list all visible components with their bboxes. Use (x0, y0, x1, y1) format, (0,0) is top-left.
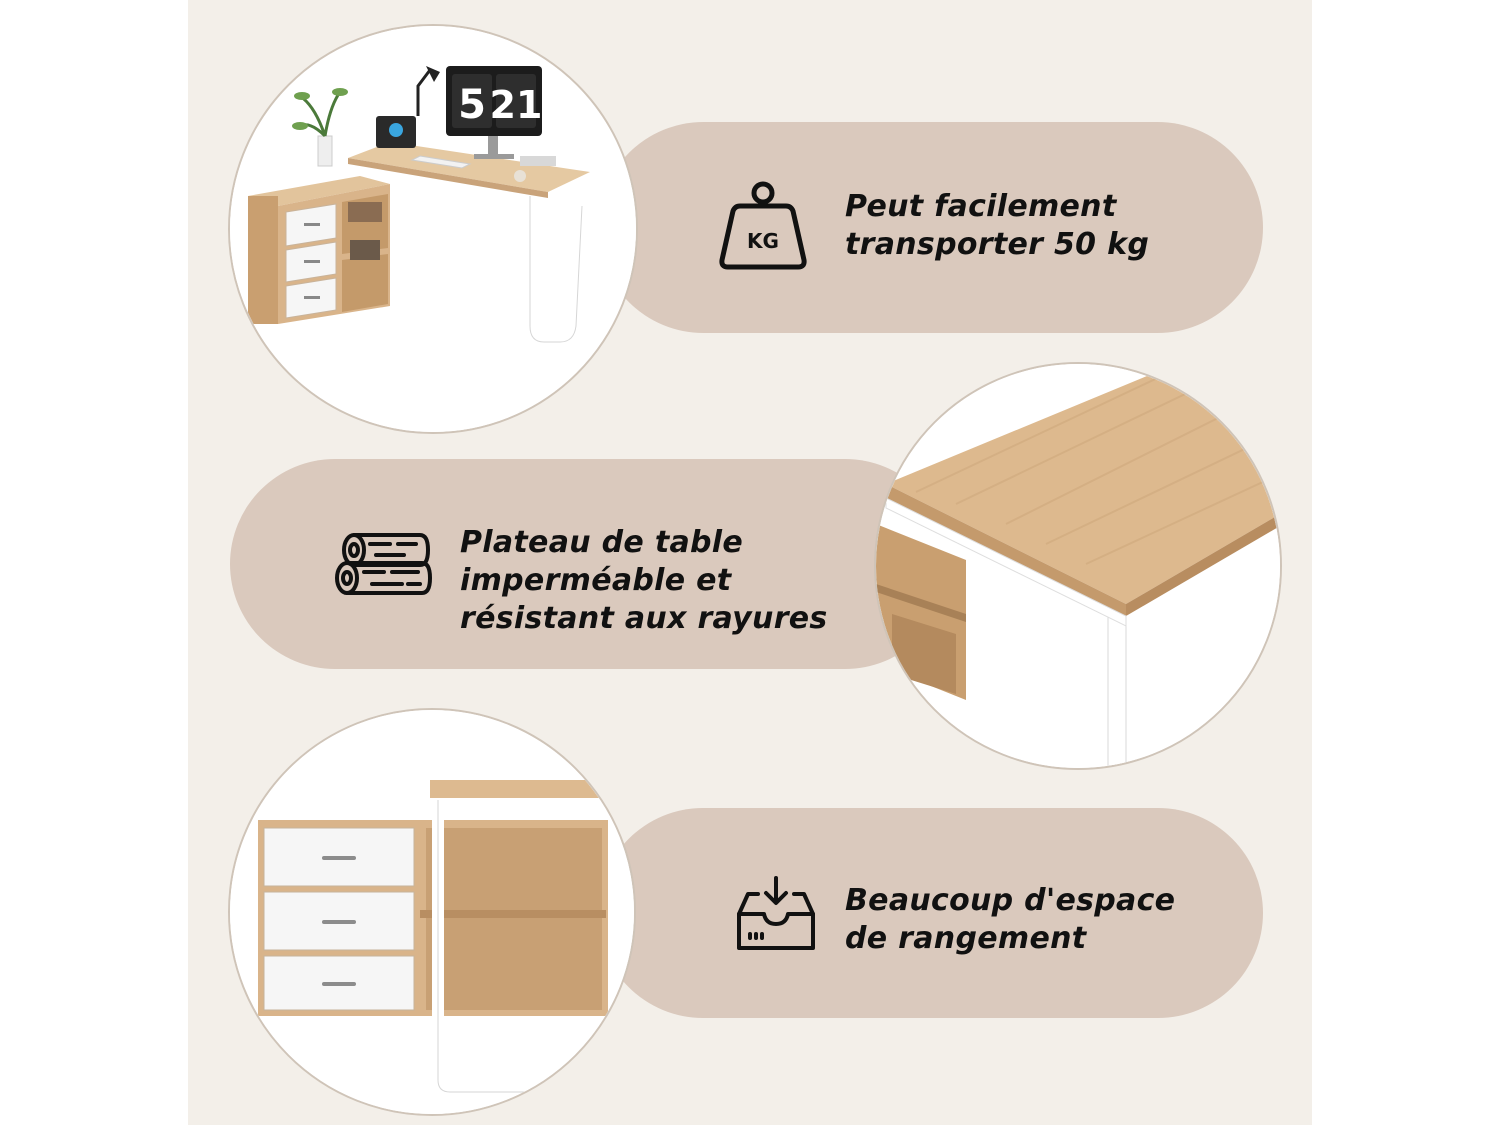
feature-line: transporter 50 kg (845, 227, 1150, 262)
feature-line: Peut facilement (845, 189, 1117, 224)
clock-minute: 21 (490, 83, 543, 127)
feature-line: Plateau de table (460, 525, 744, 560)
feature-line: de rangement (845, 921, 1087, 956)
feature-line: imperméable et (460, 563, 732, 598)
feature-text-capacity: Peut facilement transporter 50 kg (845, 188, 1149, 264)
feature-text-tabletop: Plateau de table imperméable et résistan… (460, 524, 828, 638)
desk-overview-photo: 5 21 (228, 24, 638, 434)
feature-line: Beaucoup d'espace (845, 883, 1176, 918)
product-feature-canvas: KG Peut facilement transporter 50 kg Pla… (188, 0, 1312, 1125)
storage-front-photo (228, 708, 636, 1116)
tabletop-closeup-photo (874, 362, 1282, 770)
storage-box-icon (736, 876, 816, 952)
feature-text-storage: Beaucoup d'espace de rangement (845, 882, 1175, 958)
feature-line: résistant aux rayures (460, 601, 828, 636)
feature-banner-capacity (598, 122, 1263, 333)
kg-badge-text: KG (747, 229, 779, 253)
feature-banner-storage (598, 808, 1263, 1018)
clock-hour: 5 (458, 82, 486, 128)
kg-weight-icon: KG (718, 180, 808, 272)
wood-logs-icon (332, 530, 436, 598)
